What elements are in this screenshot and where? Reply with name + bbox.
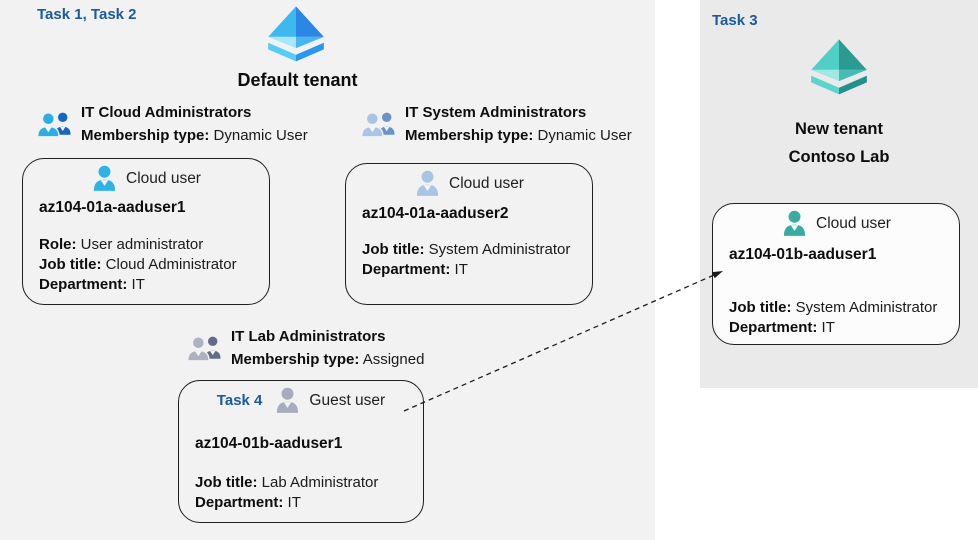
new-tenant-title-line1: New tenant (794, 120, 883, 138)
card-header: Task 4 Guest user (179, 387, 423, 414)
user-type-label: Cloud user (816, 214, 891, 232)
task-1-2-label: Task 1, Task 2 (37, 6, 137, 23)
field-label: Department: (729, 319, 818, 336)
task-3-label: Task 3 (712, 12, 758, 29)
group-title: IT Cloud Administrators (81, 104, 252, 121)
group-icon (36, 112, 71, 138)
user-card-new-tenant: Cloud user az104-01b-aaduser1 Job title:… (712, 203, 960, 345)
new-tenant-region: Task 3 New tenant Contoso Lab Cloud user… (700, 0, 978, 388)
membership-value: Dynamic User (213, 127, 308, 144)
field-value: IT (131, 276, 145, 293)
default-tenant-region (0, 0, 655, 540)
field-value: System Administrator (795, 299, 938, 316)
user-field: Department: IT (729, 318, 937, 338)
field-value: IT (454, 261, 468, 278)
user-field: Job title: System Administrator (362, 240, 570, 260)
field-label: Job title: (729, 299, 792, 316)
field-label: Role: (39, 236, 77, 253)
card-header: Cloud user (346, 170, 592, 197)
group-title: IT Lab Administrators (231, 328, 386, 345)
group-membership: Membership type: Dynamic User (81, 124, 308, 148)
user-type-label: Guest user (309, 391, 386, 409)
user-field: Job title: Cloud Administrator (39, 255, 237, 275)
field-label: Department: (362, 261, 451, 278)
user-field: Job title: System Administrator (729, 298, 937, 318)
field-value: System Administrator (428, 241, 571, 258)
user-card-aaduser2: Cloud user az104-01a-aaduser2 Job title:… (345, 163, 593, 305)
cloud-user-icon (783, 210, 806, 236)
group-icon (360, 112, 395, 138)
new-tenant-icon (811, 39, 867, 95)
user-field: Department: IT (195, 493, 378, 513)
group-it-system-administrators: IT System Administrators Membership type… (360, 101, 632, 148)
new-tenant-title-line2: Contoso Lab (788, 148, 890, 166)
user-name: az104-01b-aaduser1 (195, 435, 343, 452)
cloud-user-icon (416, 170, 439, 196)
guest-user-icon (277, 387, 299, 413)
default-tenant-title: Default tenant (237, 70, 358, 90)
membership-label: Membership type: (231, 351, 360, 368)
field-value: User administrator (80, 236, 204, 253)
user-field: Department: IT (362, 260, 570, 280)
field-value: IT (821, 319, 835, 336)
group-icon (186, 336, 221, 362)
user-type-label: Cloud user (449, 174, 524, 192)
field-label: Department: (39, 276, 128, 293)
field-label: Job title: (39, 256, 102, 273)
group-it-lab-administrators: IT Lab Administrators Membership type: A… (186, 325, 424, 372)
user-name: az104-01a-aaduser1 (39, 199, 186, 216)
task-4-label: Task 4 (216, 392, 263, 409)
membership-label: Membership type: (405, 127, 534, 144)
field-label: Job title: (362, 241, 425, 258)
user-name: az104-01a-aaduser2 (362, 205, 509, 222)
guest-user-card: Task 4 Guest user az104-01b-aaduser1 Job… (178, 380, 424, 523)
membership-value: Dynamic User (537, 127, 632, 144)
field-label: Job title: (195, 474, 258, 491)
group-title: IT System Administrators (405, 104, 587, 121)
cloud-user-icon (93, 165, 116, 191)
membership-value: Assigned (362, 351, 425, 368)
field-value: Lab Administrator (261, 474, 379, 491)
user-field: Role: User administrator (39, 235, 237, 255)
group-membership: Membership type: Dynamic User (405, 124, 632, 148)
card-header: Cloud user (713, 210, 959, 237)
field-value: IT (287, 494, 301, 511)
card-header: Cloud user (23, 165, 269, 192)
group-it-cloud-administrators: IT Cloud Administrators Membership type:… (36, 101, 308, 148)
field-value: Cloud Administrator (105, 256, 237, 273)
user-type-label: Cloud user (126, 169, 201, 187)
default-tenant-icon (268, 6, 324, 62)
user-field: Department: IT (39, 275, 237, 295)
field-label: Department: (195, 494, 284, 511)
user-card-aaduser1: Cloud user az104-01a-aaduser1 Role: User… (22, 158, 270, 305)
membership-label: Membership type: (81, 127, 210, 144)
group-membership: Membership type: Assigned (231, 348, 424, 372)
user-name: az104-01b-aaduser1 (729, 246, 877, 263)
user-field: Job title: Lab Administrator (195, 473, 378, 493)
